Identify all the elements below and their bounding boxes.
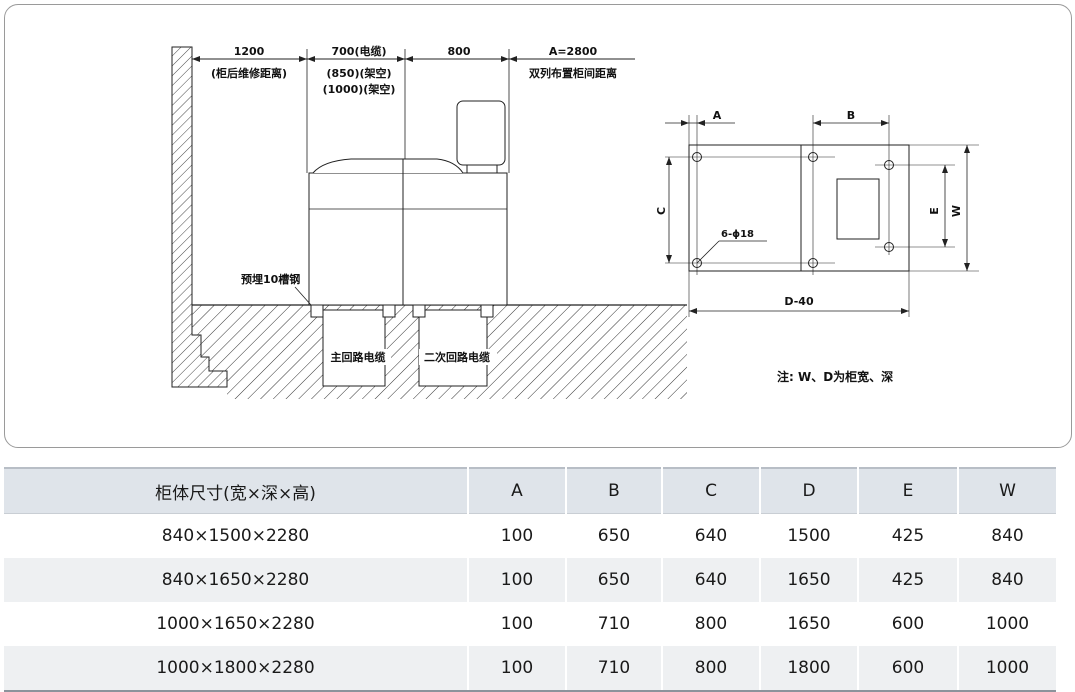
cell-c: 640: [662, 513, 761, 558]
relay-box: [456, 100, 506, 166]
plan-label-d: D-40: [784, 295, 814, 308]
cell-w: 1000: [958, 646, 1056, 692]
cell-cabinet-size: 840×1650×2280: [4, 558, 469, 602]
cell-b: 650: [566, 558, 663, 602]
dim-rear-maintenance: 1200: [234, 45, 265, 58]
plan-label-e: E: [928, 207, 941, 215]
dim-rear-maintenance-note: (柜后维修距离): [211, 66, 287, 80]
cell-d: 1800: [760, 646, 859, 692]
header-a: A: [468, 467, 567, 514]
plan-note: 注: W、D为柜宽、深: [777, 369, 893, 384]
cell-w: 840: [991, 526, 1024, 546]
cabinet-body: [308, 172, 508, 306]
cell-c: 800: [662, 646, 761, 692]
cell-c: 800: [662, 602, 761, 646]
secondary-cable-label: 二次回路电缆: [424, 350, 490, 364]
table-row: 1000×1650×2280 100 710 800 1650 600 1000: [4, 602, 1056, 646]
plan-label-b: B: [847, 109, 855, 122]
cell-cabinet-size: 1000×1650×2280: [4, 602, 469, 646]
dim-front-800: 800: [448, 45, 471, 58]
cell-e: 600: [858, 602, 959, 646]
table-row: 1000×1800×2280 100 710 800 1800 600 1000: [4, 646, 1056, 692]
cell-a: 100: [468, 513, 567, 558]
cell-w: 840: [958, 558, 1056, 602]
cell-w: 1000: [985, 614, 1030, 634]
plan-label-a: A: [713, 109, 722, 122]
main-cable-label: 主回路电缆: [331, 350, 386, 364]
header-b: B: [566, 467, 663, 514]
dim-aisle-note: 双列布置柜间距离: [529, 66, 617, 80]
cell-b: 710: [566, 646, 663, 692]
dim-cable-1000: (1000)(架空): [323, 82, 396, 96]
diagram-panel: 1200 (柜后维修距离) 700(电缆) (850)(架空) (1000)(架…: [4, 4, 1072, 448]
plan-label-c: C: [655, 207, 668, 215]
cell-e: 600: [858, 646, 959, 692]
cell-d: 1650: [760, 602, 859, 646]
table-row: 840×1500×2280 100 650 640 1500 425 840: [4, 513, 1056, 558]
header-c: C: [662, 467, 761, 514]
table-row: 840×1650×2280 100 650 640 1650 425 840: [4, 558, 1056, 602]
header-cabinet-size: 柜体尺寸(宽×深×高): [4, 467, 469, 514]
hole-spec-label: 6-ϕ18: [721, 229, 754, 240]
cell-a: 100: [468, 602, 567, 646]
installation-diagram: 1200 (柜后维修距离) 700(电缆) (850)(架空) (1000)(架…: [171, 44, 979, 399]
spec-table: 柜体尺寸(宽×深×高) A B C D E W 840×1500×2280 10…: [4, 467, 1056, 692]
cell-d: 1500: [760, 513, 859, 558]
cable-opening: [836, 178, 880, 240]
dim-cable-850: (850)(架空): [326, 66, 391, 80]
header-d: D: [760, 467, 859, 514]
cell-a: 100: [468, 646, 567, 692]
secondary-cable-trench: [418, 309, 488, 387]
cell-e: 425: [858, 558, 959, 602]
cell-cabinet-size: 1000×1800×2280: [4, 646, 469, 692]
plan-view: A B C E W 6-ϕ18 D-40 注: W、D为柜宽、深: [655, 109, 979, 384]
header-e: E: [858, 467, 959, 514]
dim-aisle-a: A=2800: [549, 45, 598, 58]
cabinet-roof: [312, 158, 464, 174]
side-view: 1200 (柜后维修距离) 700(电缆) (850)(架空) (1000)(架…: [171, 44, 687, 399]
header-w: W: [958, 467, 1056, 514]
dim-cable-700: 700(电缆): [331, 44, 386, 58]
cell-c: 640: [662, 558, 761, 602]
cell-b: 710: [566, 602, 663, 646]
main-cable-trench: [322, 309, 386, 387]
table-header-row: 柜体尺寸(宽×深×高) A B C D E W: [4, 467, 1056, 514]
embedded-channel-label: 预埋10槽钢: [241, 272, 300, 286]
plan-label-w: W: [950, 205, 963, 217]
cell-cabinet-size: 840×1500×2280: [4, 513, 469, 558]
cell-a: 100: [468, 558, 567, 602]
cell-e: 425: [858, 513, 959, 558]
cell-b: 650: [566, 513, 663, 558]
cell-d: 1650: [760, 558, 859, 602]
